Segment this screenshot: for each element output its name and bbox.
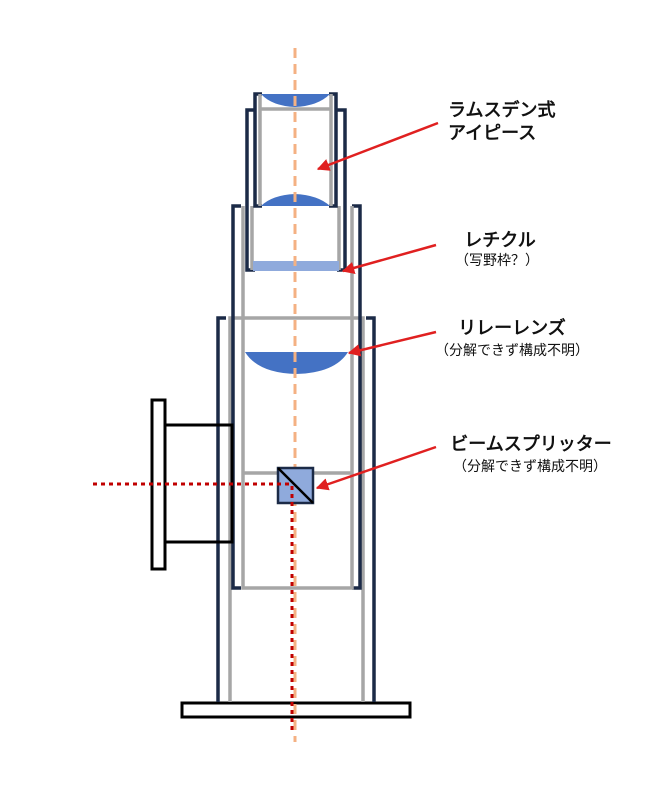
beam-splitter-cube: [276, 466, 315, 505]
arrow-reticle: [341, 243, 437, 274]
label-eyepiece-line1: ラムスデン式: [448, 99, 555, 121]
arrow-relay-lens: [347, 330, 437, 357]
label-reticle-line1: レチクル: [464, 230, 535, 251]
reticle-tube: [245, 108, 347, 272]
relay-lens-shape: [245, 352, 348, 374]
label-eyepiece-line2: アイピース: [448, 123, 536, 144]
eyepiece-tube: [253, 92, 338, 208]
label-reticle-line2: （写野枠？）: [455, 253, 539, 269]
arrow-eyepiece: [316, 121, 439, 171]
outer-housing-lower: [216, 316, 376, 702]
label-relay-lens-line1: リレーレンズ: [458, 317, 566, 339]
relay-tube: [231, 204, 362, 590]
label-relay-lens-line2: （分解できず構成不明）: [435, 343, 589, 359]
label-beam-splitter-line1: ビームスプリッター: [450, 433, 611, 455]
arrow-beam-splitter: [315, 445, 437, 491]
label-beam-splitter-line2: （分解できず構成不明）: [453, 459, 607, 475]
